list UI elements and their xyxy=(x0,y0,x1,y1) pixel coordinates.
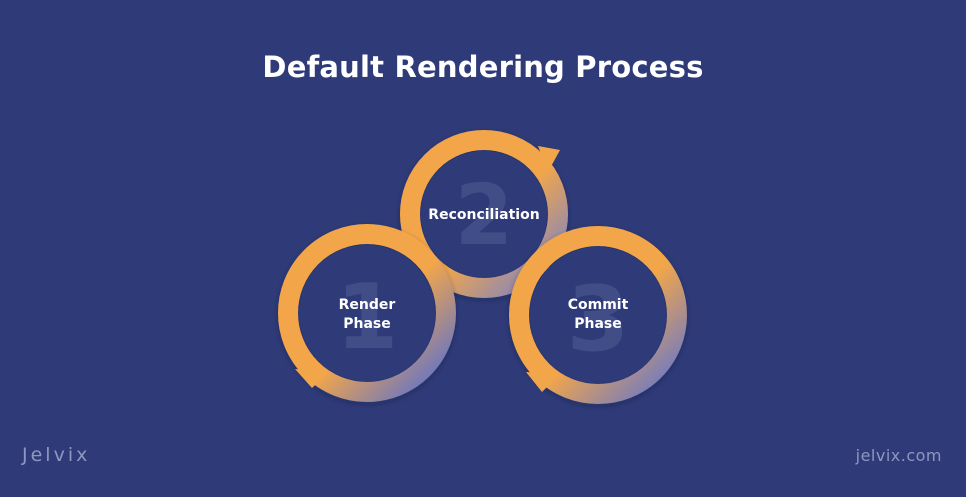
step-1-number: 1 xyxy=(336,265,399,370)
step-2-inner-circle xyxy=(421,151,547,277)
step-2-number: 2 xyxy=(455,166,513,264)
step-2-ring xyxy=(400,130,568,298)
step-3-ring xyxy=(509,226,687,404)
step-1-group: 1 Render Phase xyxy=(278,224,456,402)
step-2-label: Reconciliation xyxy=(428,207,539,223)
step-3-arrowhead xyxy=(526,372,560,392)
step-3-number: 3 xyxy=(567,267,630,372)
step-3-label-line1: Commit xyxy=(568,297,629,313)
step-1-ring xyxy=(278,224,456,402)
step-2-group: 2 Reconciliation xyxy=(400,130,568,298)
step-3-inner-circle xyxy=(530,247,666,383)
brand-logo-text: Jelvix xyxy=(22,444,91,466)
step-1-label-line1: Render xyxy=(339,297,396,313)
step-3-group: 3 Commit Phase xyxy=(509,226,687,404)
step-1-inner-circle xyxy=(299,245,435,381)
step-1-label-line2: Phase xyxy=(343,316,391,332)
step-1-arrowhead xyxy=(295,369,329,388)
step-3-label-line2: Phase xyxy=(574,316,622,332)
page-title: Default Rendering Process xyxy=(262,50,704,84)
brand-website-link[interactable]: jelvix.com xyxy=(855,446,942,465)
step-2-arrowhead xyxy=(538,146,560,172)
